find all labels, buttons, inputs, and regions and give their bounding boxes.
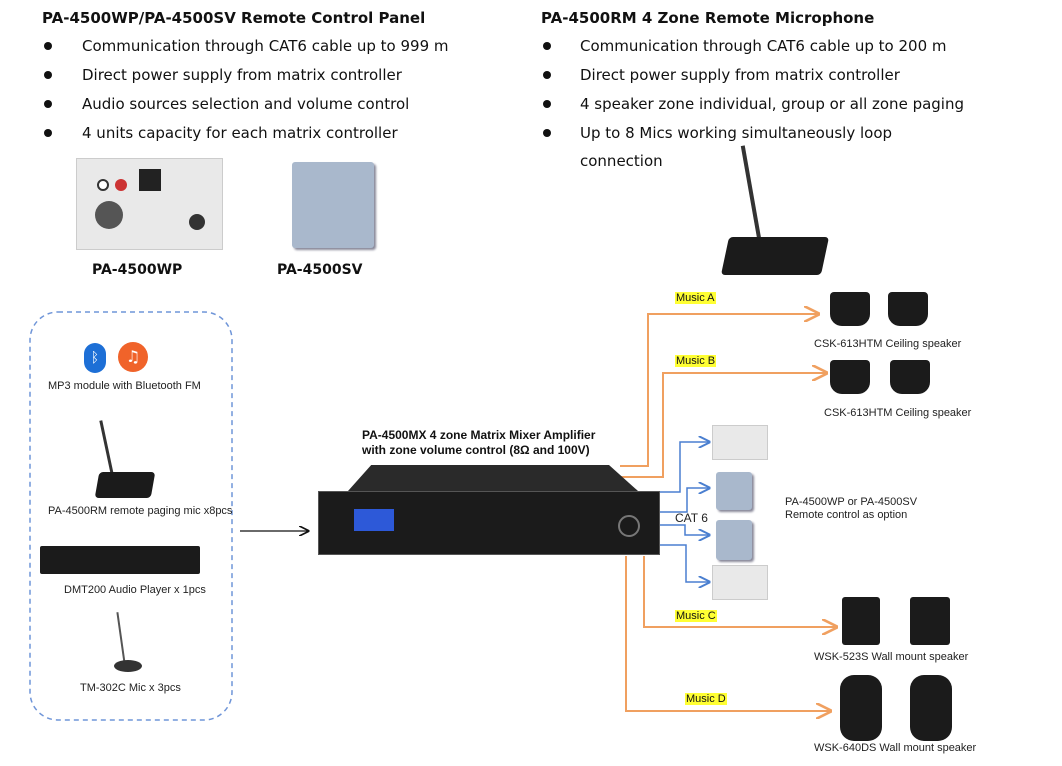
source-label: MP3 module with Bluetooth FM — [48, 380, 201, 392]
bullet-text: Up to 8 Mics working simultaneously loop — [580, 124, 893, 142]
wall-speaker-image — [842, 597, 880, 645]
tm-302c-mic-image — [112, 612, 144, 674]
bullet-text: Direct power supply from matrix controll… — [82, 66, 402, 84]
bullet-icon — [44, 42, 52, 50]
bullet-text: Communication through CAT6 cable up to 9… — [82, 37, 449, 55]
sources-dashed-box — [29, 311, 233, 721]
bullet-icon — [44, 129, 52, 137]
pa-4500sv-image — [716, 472, 752, 510]
music-a-line — [620, 314, 818, 467]
pa-4500sv-image — [292, 162, 374, 248]
amplifier-title-line2: with zone volume control (8Ω and 100V) — [362, 443, 590, 457]
amplifier-title: PA-4500MX 4 zone Matrix Mixer Amplifier … — [362, 428, 595, 458]
paging-mic-image — [94, 420, 157, 500]
bullet-text: connection — [580, 152, 663, 170]
bullet-icon — [543, 129, 551, 137]
bullet-text: Communication through CAT6 cable up to 2… — [580, 37, 947, 55]
bullet-icon — [543, 42, 551, 50]
pa-4500wp-image — [76, 158, 223, 250]
bullet-icon — [543, 71, 551, 79]
speaker-label: WSK-523S Wall mount speaker — [814, 651, 969, 663]
music-d-line — [625, 556, 830, 711]
speaker-label: WSK-640DS Wall mount speaker — [814, 742, 977, 754]
pa-4500mx-amplifier-image — [318, 465, 660, 557]
bullet-icon — [543, 100, 551, 108]
pa-4500wp-image — [712, 565, 768, 600]
source-label: TM-302C Mic x 3pcs — [80, 682, 181, 694]
wall-speaker-image — [910, 597, 950, 645]
ceiling-speaker-image — [830, 360, 870, 394]
amplifier-title-line1: PA-4500MX 4 zone Matrix Mixer Amplifier — [362, 428, 596, 442]
music-a-label: Music A — [675, 292, 716, 304]
source-label: PA-4500RM remote paging mic x8pcs — [48, 505, 233, 517]
cat6-line — [660, 544, 709, 582]
product-label: PA-4500SV — [277, 262, 363, 278]
remote-option-line1: PA-4500WP or PA-4500SV — [785, 496, 918, 508]
cat6-line — [660, 524, 709, 535]
dmt200-player-image — [40, 546, 200, 574]
remote-mic-title: PA-4500RM 4 Zone Remote Microphone — [541, 9, 875, 27]
speaker-label: CSK-613HTM Ceiling speaker — [824, 407, 972, 419]
cat6-line — [660, 488, 709, 513]
cat6-line — [660, 442, 709, 493]
bullet-icon — [44, 100, 52, 108]
music-b-label: Music B — [675, 355, 717, 367]
music-c-line — [643, 556, 836, 627]
ceiling-speaker-image — [888, 292, 928, 326]
music-d-label: Music D — [685, 693, 727, 705]
remote-panel-title: PA-4500WP/PA-4500SV Remote Control Panel — [42, 9, 426, 27]
bluetooth-icon: ᛒ — [84, 343, 106, 373]
speaker-label: CSK-613HTM Ceiling speaker — [814, 338, 962, 350]
remote-option-line2: Remote control as option — [785, 509, 908, 521]
pa-4500wp-image — [712, 425, 768, 460]
bullet-text: Direct power supply from matrix controll… — [580, 66, 900, 84]
music-note-icon: ♫ — [118, 342, 148, 372]
cat6-label: CAT 6 — [675, 511, 708, 525]
wall-speaker-image — [910, 675, 952, 741]
bullet-text: Audio sources selection and volume contr… — [82, 95, 410, 113]
music-c-label: Music C — [675, 610, 717, 622]
ceiling-speaker-image — [890, 360, 930, 394]
music-b-line — [620, 373, 826, 478]
bullet-text: 4 units capacity for each matrix control… — [82, 124, 398, 142]
product-label: PA-4500WP — [92, 262, 183, 278]
pa-4500sv-image — [716, 520, 752, 560]
wall-speaker-image — [840, 675, 882, 741]
source-label: DMT200 Audio Player x 1pcs — [64, 584, 206, 596]
bullet-icon — [44, 71, 52, 79]
ceiling-speaker-image — [830, 292, 870, 326]
bullet-text: 4 speaker zone individual, group or all … — [580, 95, 964, 113]
